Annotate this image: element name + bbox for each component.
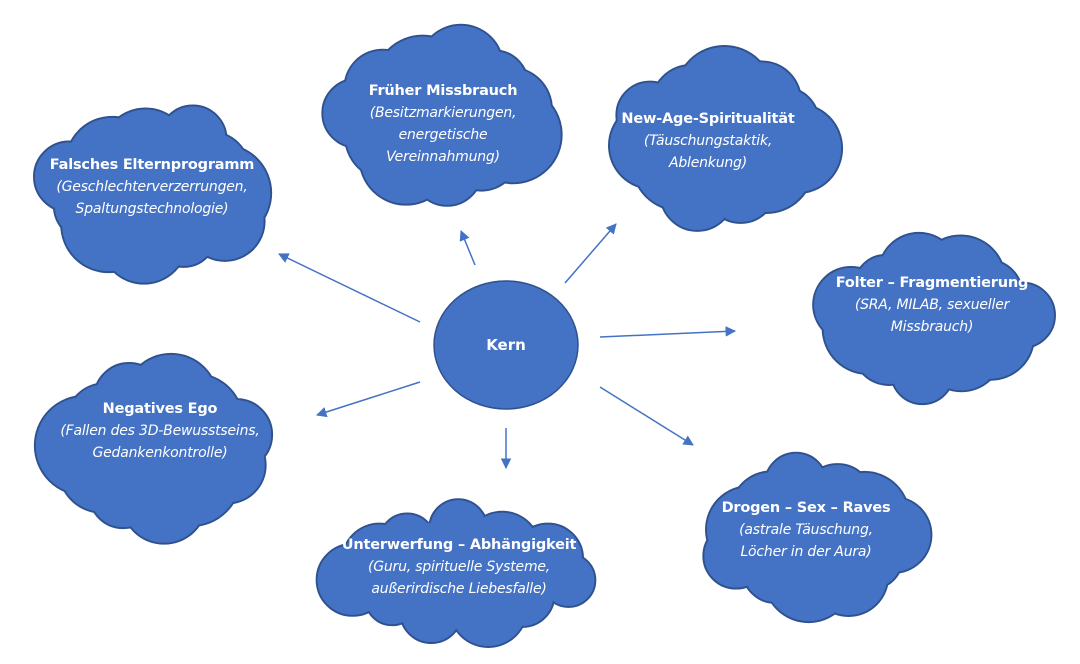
arrow-kern-to-drogen-sex-raves — [599, 386, 694, 446]
cloud-node-falsches-elternprogramm — [33, 104, 273, 285]
core-label: Kern — [486, 336, 526, 354]
cloud-node-frueher-missbrauch — [321, 23, 563, 207]
arrow-kern-to-new-age-spiritualitaet — [564, 223, 617, 284]
cloud-node-negatives-ego — [33, 352, 274, 545]
arrow-kern-to-folter-fragmentierung — [599, 326, 737, 338]
cloud-node-folter-fragmentierung — [812, 231, 1056, 406]
arrow-kern-to-falsches-elternprogramm — [278, 253, 421, 323]
core-node — [433, 280, 579, 410]
arrow-kern-to-frueher-missbrauch — [459, 230, 476, 266]
cloud-node-new-age-spiritualitaet — [608, 45, 844, 232]
cloud-node-unterwerfung-abhaengigkeit — [315, 498, 597, 648]
cloud-node-drogen-sex-raves — [702, 451, 933, 624]
arrow-kern-to-negatives-ego — [316, 381, 421, 418]
